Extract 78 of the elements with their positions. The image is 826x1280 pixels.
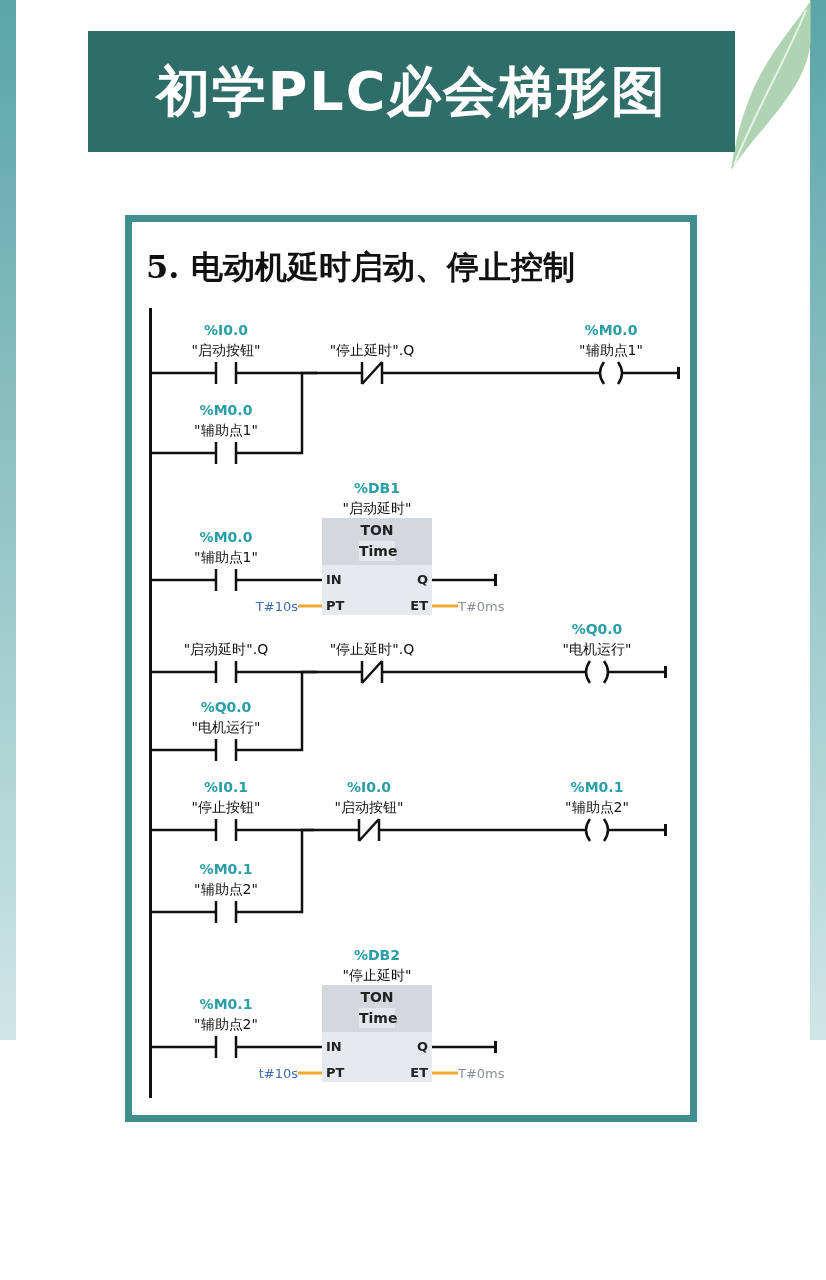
tag-label: "辅助点1" xyxy=(194,548,258,567)
preset-value: T#10s xyxy=(255,600,298,614)
pin-label: Q xyxy=(416,1038,428,1056)
wire xyxy=(298,1071,322,1075)
tag-label: "电机运行" xyxy=(562,640,632,659)
wire xyxy=(152,670,170,674)
address-label: %M0.1 xyxy=(199,860,253,879)
power-rail xyxy=(149,308,152,1098)
end-mark xyxy=(494,574,497,586)
tag-label: "启动延时".Q xyxy=(183,640,269,659)
wire xyxy=(432,578,494,582)
wire xyxy=(432,1071,458,1075)
wire xyxy=(152,828,176,832)
end-mark xyxy=(677,367,680,379)
wire xyxy=(661,371,677,375)
pin-label: IN xyxy=(326,571,342,589)
tag-label: "停止延时".Q xyxy=(329,640,415,659)
tag-label: "停止按钮" xyxy=(191,798,261,817)
end-mark xyxy=(664,666,667,678)
address-label: %DB1 xyxy=(353,479,401,498)
wire xyxy=(427,371,561,375)
end-mark xyxy=(494,1041,497,1053)
tag-label: "辅助点2" xyxy=(194,880,258,899)
preset-value: t#10s xyxy=(258,1067,298,1081)
wire xyxy=(152,371,176,375)
pin-label: PT xyxy=(326,1064,345,1082)
data-type-label: Time xyxy=(359,541,395,561)
pin-label: IN xyxy=(326,1038,342,1056)
wire xyxy=(424,828,547,832)
wire xyxy=(276,828,314,914)
wire xyxy=(152,910,176,914)
address-label: %Q0.0 xyxy=(200,698,252,717)
address-label: %Q0.0 xyxy=(571,620,623,639)
wire xyxy=(152,1045,176,1049)
tag-label: "辅助点1" xyxy=(579,341,643,360)
wire xyxy=(152,748,176,752)
tag-label: "辅助点1" xyxy=(194,421,258,440)
wire xyxy=(427,670,547,674)
tag-label: "停止延时" xyxy=(342,966,412,985)
wire xyxy=(276,670,317,752)
preset-value: T#0ms xyxy=(458,1067,505,1081)
pin-label: ET xyxy=(410,1064,428,1082)
tag-label: "辅助点2" xyxy=(194,1015,258,1034)
pin-label: Q xyxy=(416,571,428,589)
wire xyxy=(298,604,322,608)
block-type-label: TON xyxy=(359,988,395,1007)
wire xyxy=(276,371,317,455)
address-label: %M0.0 xyxy=(199,528,253,547)
pin-label: ET xyxy=(410,597,428,615)
wire xyxy=(432,1045,494,1049)
tag-label: "启动延时" xyxy=(342,499,412,518)
wire xyxy=(647,670,664,674)
address-label: %DB2 xyxy=(353,946,401,965)
tag-label: "电机运行" xyxy=(191,718,261,737)
data-type-label: Time xyxy=(359,1008,395,1028)
address-label: %I0.1 xyxy=(203,778,248,797)
address-label: %M0.0 xyxy=(584,321,638,340)
wire xyxy=(152,578,176,582)
preset-value: T#0ms xyxy=(458,600,505,614)
wire xyxy=(647,828,664,832)
tag-label: "停止延时".Q xyxy=(329,341,415,360)
address-label: %I0.0 xyxy=(203,321,248,340)
address-label: %M0.1 xyxy=(570,778,624,797)
wire xyxy=(432,604,458,608)
address-label: %I0.0 xyxy=(346,778,391,797)
address-label: %M0.0 xyxy=(199,401,253,420)
wire xyxy=(276,578,322,582)
wire xyxy=(276,1045,322,1049)
end-mark xyxy=(664,824,667,836)
block-type-label: TON xyxy=(359,521,395,540)
tag-label: "启动按钮" xyxy=(334,798,404,817)
address-label: %M0.1 xyxy=(199,995,253,1014)
section-heading: 5. 电动机延时启动、停止控制 xyxy=(146,247,575,288)
wire xyxy=(152,451,176,455)
tag-label: "辅助点2" xyxy=(565,798,629,817)
title-banner: 初学PLC必会梯形图 xyxy=(88,31,735,152)
pin-label: PT xyxy=(326,597,345,615)
tag-label: "启动按钮" xyxy=(191,341,261,360)
